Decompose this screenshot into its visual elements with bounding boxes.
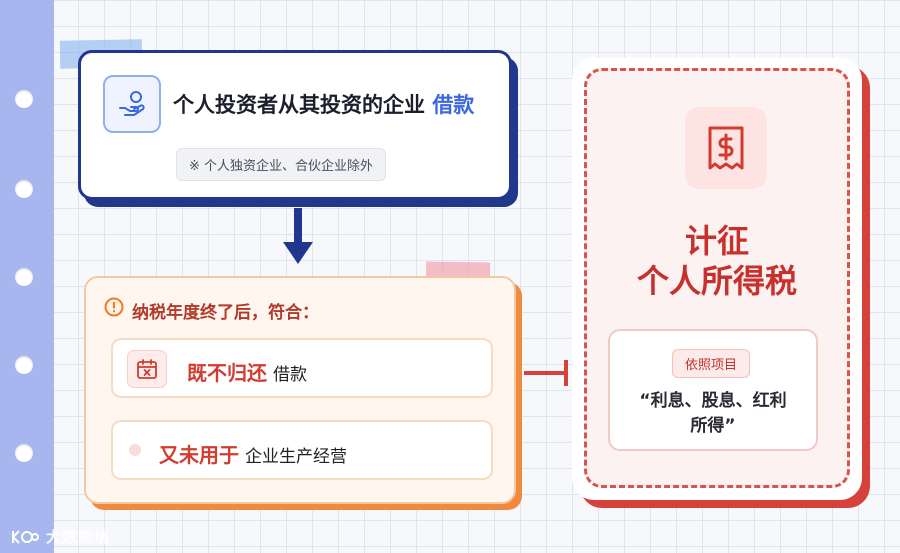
- basis-text: “利息、股息、红利 所得”: [639, 391, 787, 436]
- binder-hole: [15, 180, 33, 198]
- conditions-heading: 纳税年度终了后，符合：: [132, 303, 319, 323]
- condition-text: 既不归还借款: [187, 361, 307, 385]
- binder-hole: [15, 444, 33, 462]
- brand-logo: 大数跨境: [10, 526, 110, 547]
- binder-hole: [15, 356, 33, 374]
- basis-box: 依照项目 “利息、股息、红利 所得”: [608, 329, 818, 451]
- arrow-down-icon: [283, 208, 313, 264]
- investor-title: 个人投资者从其投资的企业 借款: [173, 93, 475, 117]
- logo-mark-icon: [12, 529, 39, 544]
- bullet-dot: [129, 444, 141, 456]
- result-inner-frame: 计征 个人所得税 依照项目 “利息、股息、红利 所得”: [584, 68, 850, 488]
- condition-emphasis: 既不归还: [187, 361, 267, 385]
- condition-emphasis: 又未用于: [159, 443, 239, 467]
- result-card: 计征 个人所得税 依照项目 “利息、股息、红利 所得”: [572, 58, 862, 500]
- highlight-loan: 借款: [432, 93, 475, 117]
- condition-text: 又未用于企业生产经营: [159, 443, 347, 467]
- binder-hole: [15, 268, 33, 286]
- receipt-dollar-icon: [685, 107, 767, 189]
- notebook-binder: [0, 0, 54, 553]
- basis-label: 依照项目: [672, 349, 751, 378]
- calendar-x-icon: [127, 350, 167, 388]
- investor-card: 个人投资者从其投资的企业 借款 ※ 个人独资企业、合伙企业除外: [78, 50, 512, 200]
- conditions-card: 纳税年度终了后，符合： 既不归还借款 又未用于企业生产经营: [84, 276, 516, 504]
- condition-item: 既不归还借款: [111, 338, 493, 398]
- warning-icon: [104, 297, 124, 317]
- connector-arrow: [524, 360, 568, 386]
- condition-item: 又未用于企业生产经营: [111, 420, 493, 480]
- exception-note: ※ 个人独资企业、合伙企业除外: [176, 148, 387, 181]
- binder-hole: [15, 90, 33, 108]
- result-title: 计征 个人所得税: [636, 222, 797, 300]
- hand-coin-icon: [103, 75, 161, 133]
- logo-text: 大数跨境: [46, 528, 111, 546]
